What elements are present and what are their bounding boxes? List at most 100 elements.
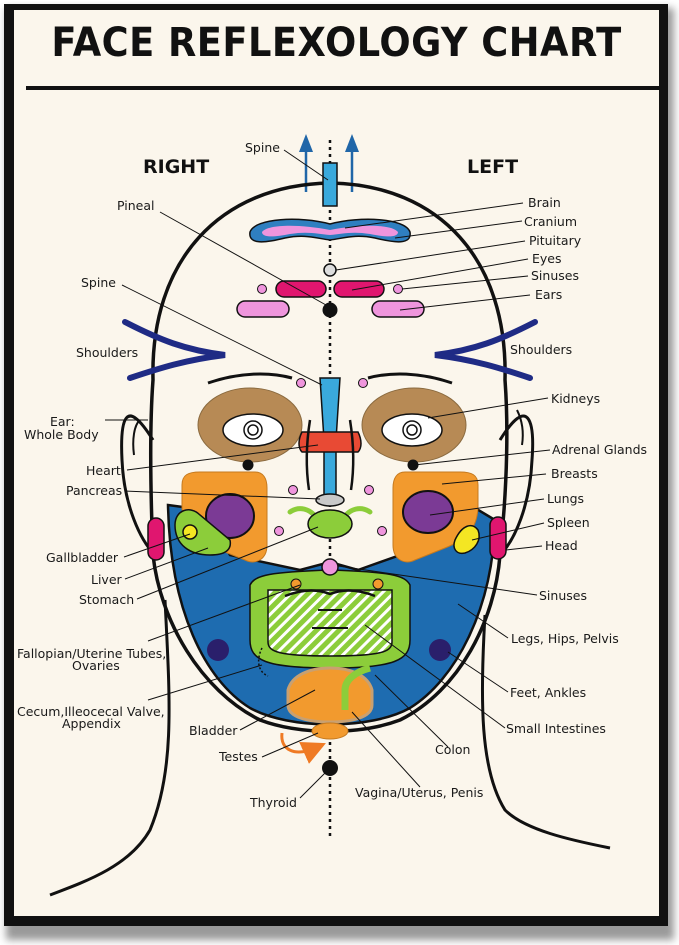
leader-kidneys: [427, 397, 549, 419]
label-lungs: Lungs: [547, 491, 584, 506]
leader-sinuses-bottom: [337, 565, 538, 596]
label-shoulders-left: Shoulders: [510, 342, 572, 357]
label-pancreas: Pancreas: [66, 483, 122, 498]
leader-spine-left: [121, 284, 323, 386]
label-liver: Liver: [91, 572, 123, 587]
sinuses-point-right: [257, 284, 267, 294]
stomach-zone: [307, 509, 353, 539]
lungs-zone-right: [205, 493, 255, 539]
label-fallopian: Fallopian/Uterine Tubes,: [17, 646, 166, 661]
iris-right: [243, 420, 263, 440]
leader-breasts: [441, 473, 547, 485]
leader-legs: [457, 603, 509, 639]
leader-gallbladder: [123, 533, 191, 558]
leader-pituitary: [335, 240, 526, 271]
leader-feet: [447, 651, 509, 693]
arrowhead-right-side: [299, 134, 313, 152]
gallbladder-point: [182, 524, 198, 540]
nose-side-right: [305, 419, 312, 491]
leader-cecum: [147, 664, 263, 701]
label-feet-ankles: Feet, Ankles: [510, 685, 586, 700]
mouth-corner-right: [290, 578, 302, 590]
pancreas-zone: [315, 493, 345, 507]
chart-title: FACE REFLEXOLOGY CHART: [51, 20, 622, 66]
ears-zone-right: [236, 300, 290, 318]
pituitary-point: [323, 263, 337, 277]
ears-zone-left: [371, 300, 425, 318]
leader-bladder: [239, 689, 316, 731]
label-spine-top: Spine: [245, 140, 280, 155]
neck-outline-left: [480, 614, 611, 850]
adrenal-point-right: [242, 459, 254, 471]
heart-zone: [298, 431, 362, 453]
pupil-left: [406, 424, 418, 436]
ear-right: [120, 414, 157, 557]
label-breasts: Breasts: [551, 466, 598, 481]
label-pineal: Pineal: [117, 198, 154, 213]
neck-outline-right: [49, 599, 171, 897]
title-underline: [26, 86, 660, 90]
leader-small-intestines: [364, 624, 506, 729]
spleen-zone: [453, 524, 480, 555]
label-thyroid: Thyroid: [249, 795, 297, 810]
label-head: Head: [545, 538, 578, 553]
feet-ankles-point-left: [429, 639, 451, 661]
shoulders-zone-right: [122, 319, 226, 381]
side-label-left: LEFT: [467, 156, 518, 178]
sinuses-point-lip: [321, 558, 339, 576]
label-cranium: Cranium: [524, 214, 577, 229]
eyes-zone-right: [275, 280, 327, 298]
label-sinuses-top: Sinuses: [531, 268, 579, 283]
label-sinuses-bottom: Sinuses: [539, 588, 587, 603]
label-stomach: Stomach: [79, 592, 134, 607]
mouth: [284, 589, 376, 598]
nose-point-right: [288, 485, 298, 495]
eye-left: [381, 413, 443, 447]
leader-eyes: [351, 258, 529, 291]
eye-right: [222, 413, 284, 447]
label-adrenal-glands: Adrenal Glands: [552, 442, 647, 457]
label-vagina-uterus-penis: Vagina/Uterus, Penis: [355, 785, 483, 800]
mouth-corner-left: [372, 578, 384, 590]
leader-pineal: [159, 211, 327, 306]
pineal-point: [322, 302, 338, 318]
head-zone-left: [489, 516, 507, 560]
label-ears: Ears: [535, 287, 562, 302]
iris-left: [402, 420, 422, 440]
head-outline: [149, 181, 509, 733]
nostril-right: [287, 506, 318, 519]
leader-liver: [124, 547, 209, 580]
cheek-point-right: [274, 526, 284, 536]
label-spine-left: Spine: [81, 275, 116, 290]
brow-point-left: [358, 378, 368, 388]
leader-colon: [374, 674, 449, 748]
label-gallbladder: Gallbladder: [46, 550, 119, 565]
label-bladder: Bladder: [189, 723, 238, 738]
nose-side-left: [348, 419, 355, 491]
leader-stomach: [136, 526, 319, 600]
leader-lines: [105, 149, 551, 799]
cheek-point-left: [377, 526, 387, 536]
nose-point-left: [364, 485, 374, 495]
adrenal-point-left: [407, 459, 419, 471]
label-kidneys: Kidneys: [551, 391, 600, 406]
label-heart: Heart: [86, 463, 121, 478]
leader-vagina: [351, 711, 421, 788]
brow-point-right: [296, 378, 306, 388]
label-brain: Brain: [528, 195, 561, 210]
label-legs-hips-pelvis: Legs, Hips, Pelvis: [511, 631, 619, 646]
leader-thyroid: [299, 771, 327, 799]
lungs-zone-left: [402, 490, 454, 534]
colon-descending: [341, 664, 372, 710]
label-spleen: Spleen: [547, 515, 590, 530]
leader-fallopian: [147, 584, 301, 642]
label-shoulders-right: Shoulders: [76, 345, 138, 360]
ear-right-inner: [132, 419, 141, 456]
label-pituitary: Pituitary: [529, 233, 582, 248]
head-zone-right: [147, 517, 165, 561]
side-label-right: RIGHT: [143, 156, 209, 178]
label-small-intestines: Small Intestines: [506, 721, 606, 736]
feet-ankles-point-right: [207, 639, 229, 661]
label-whole-body: Whole Body: [24, 427, 99, 442]
leader-head: [505, 545, 543, 551]
